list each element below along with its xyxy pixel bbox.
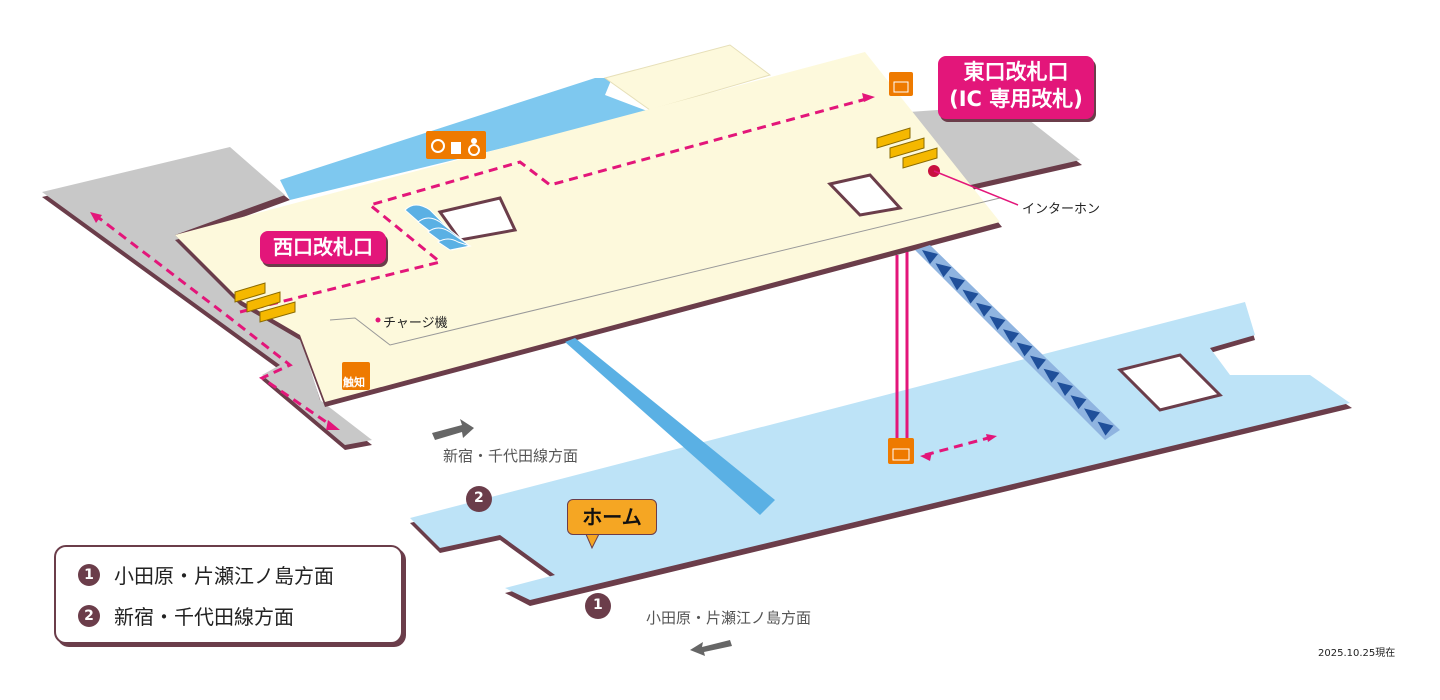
elevator-icon	[888, 438, 914, 464]
stair-step	[1057, 382, 1073, 396]
legend: 1 小田原・片瀬江ノ島方面 2 新宿・千代田線方面	[54, 545, 403, 644]
escalator-west	[404, 204, 472, 251]
stair-step	[935, 263, 952, 278]
west-gate-label: 西口改札口	[260, 231, 386, 264]
stair-opening-west	[437, 196, 518, 242]
stair-step	[962, 289, 979, 304]
stair-step	[976, 302, 992, 317]
upper-concourse	[603, 44, 772, 111]
ticket-gates-west	[234, 282, 296, 323]
route-arrowheads	[90, 93, 997, 461]
charge-machine-label: チャージ機	[383, 316, 448, 331]
stair-step	[1030, 355, 1046, 370]
platform-2-marker	[466, 486, 492, 512]
stair-step	[989, 316, 1006, 330]
escalator-to-platform	[565, 338, 775, 515]
platform-2-number: 2	[474, 490, 484, 506]
intercom-label: インターホン	[1022, 202, 1101, 217]
west-exit-area	[42, 147, 372, 445]
east-gate-name: 東口改札口	[963, 60, 1069, 84]
stair-step	[1070, 395, 1087, 410]
accessible-route	[94, 96, 993, 457]
east-gate-subtitle: (IC 専用改札)	[949, 87, 1083, 111]
stair-step	[1043, 368, 1060, 383]
stair-opening-east	[827, 173, 903, 217]
stair-step	[1084, 408, 1100, 423]
stair-step	[922, 250, 938, 264]
platform-label: ホーム	[567, 499, 657, 535]
date-label: 2025.10.25現在	[1318, 648, 1396, 659]
stair-step	[1016, 342, 1033, 357]
stairs-east	[915, 245, 1120, 440]
legend-text: 小田原・片瀬江ノ島方面	[114, 564, 334, 588]
direction-arrow-shinjuku	[432, 419, 474, 440]
stair-step	[1003, 329, 1019, 344]
platform-1-marker	[585, 593, 611, 619]
legend-text: 新宿・千代田線方面	[114, 605, 294, 629]
legend-number: 2	[78, 604, 100, 627]
legend-item: 1 小田原・片瀬江ノ島方面	[78, 560, 334, 589]
charge-machine-marker	[375, 317, 381, 323]
platform-opening	[1117, 353, 1223, 412]
direction-odawara-label: 小田原・片瀬江ノ島方面	[646, 609, 812, 627]
east-gate-label: 東口改札口 (IC 専用改札)	[938, 56, 1094, 119]
ticket-gates-east	[876, 127, 938, 169]
platform-1-number: 1	[593, 597, 603, 613]
direction-arrow-odawara	[690, 640, 732, 656]
intercom-leader	[933, 170, 1019, 206]
legend-number: 1	[78, 563, 100, 586]
tactile-map-label: 触知	[343, 376, 365, 389]
concourse-floor	[175, 52, 1000, 402]
accessibility-icons	[426, 131, 486, 159]
stair-step	[949, 276, 965, 291]
stair-step	[1097, 421, 1114, 436]
direction-shinjuku-label: 新宿・千代田線方面	[443, 447, 579, 465]
legend-item: 2 新宿・千代田線方面	[78, 601, 294, 630]
elevator-icon	[889, 72, 913, 96]
concourse-inner-line	[329, 197, 1001, 346]
tactile-map-icon	[342, 362, 370, 390]
